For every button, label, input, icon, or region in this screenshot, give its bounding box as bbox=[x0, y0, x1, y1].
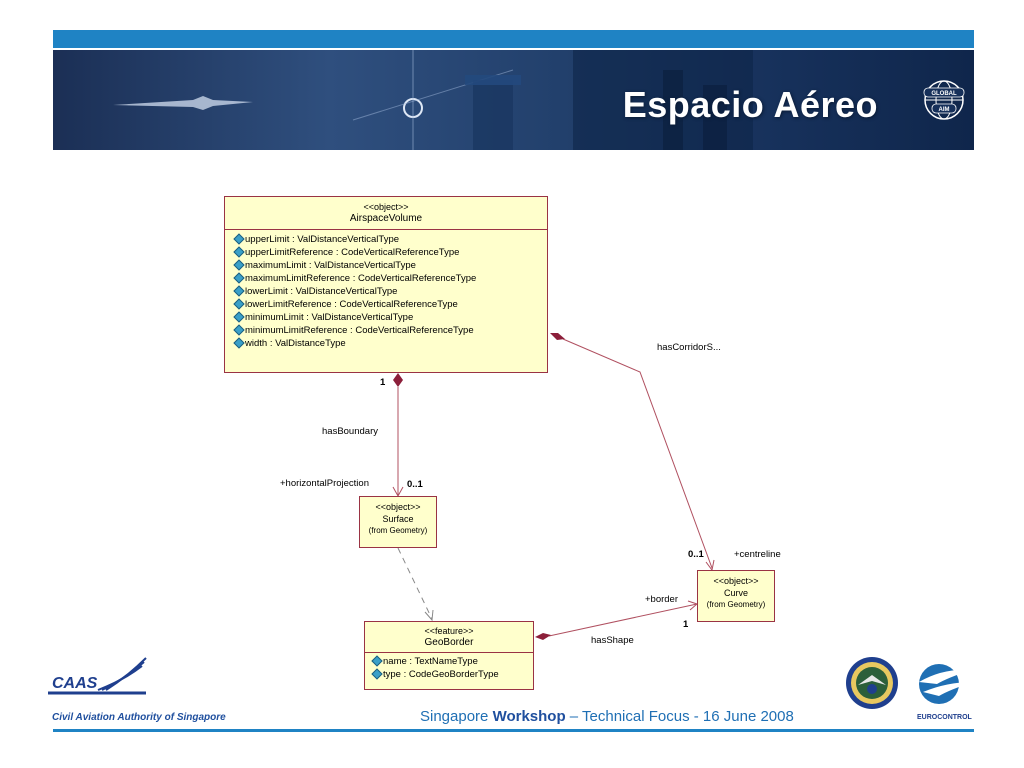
class-separator bbox=[365, 652, 533, 653]
label-has-boundary: hasBoundary bbox=[322, 426, 378, 437]
caas-full-name: Civil Aviation Authority of Singapore bbox=[52, 712, 226, 723]
attribute-icon bbox=[233, 298, 245, 310]
class-name: AirspaceVolume bbox=[349, 213, 423, 224]
label-border: +border bbox=[645, 594, 679, 605]
realization-arrowhead bbox=[424, 609, 434, 622]
class-stereotype: <<object>> bbox=[363, 202, 409, 212]
attribute-row: minimumLimitReference : CodeVerticalRefe… bbox=[233, 324, 547, 337]
realization-dashed-line bbox=[397, 547, 433, 620]
attribute-row: upperLimitReference : CodeVerticalRefere… bbox=[233, 246, 547, 259]
has-corridor-diamond bbox=[550, 333, 565, 340]
header-top-bar bbox=[53, 30, 974, 48]
attribute-list: upperLimit : ValDistanceVerticalType upp… bbox=[225, 230, 547, 350]
attribute-icon bbox=[371, 668, 383, 680]
attribute-icon bbox=[233, 272, 245, 284]
footer-line bbox=[53, 729, 974, 732]
multiplicity-curve-0-1: 0..1 bbox=[688, 549, 704, 560]
footer-bold: Workshop bbox=[492, 708, 566, 725]
global-aim-logo-icon: GLOBAL AIM bbox=[923, 80, 965, 120]
attribute-row: lowerLimit : ValDistanceVerticalType bbox=[233, 285, 547, 298]
class-curve[interactable]: <<object>> Curve (from Geometry) bbox=[697, 570, 775, 622]
label-horizontal-projection: +horizontalProjection bbox=[280, 478, 369, 489]
logo-text-global: GLOBAL bbox=[931, 91, 957, 97]
has-boundary-diamond bbox=[393, 373, 403, 387]
logo-text-aim: AIM bbox=[939, 107, 950, 113]
attribute-row: maximumLimit : ValDistanceVerticalType bbox=[233, 259, 547, 272]
class-airspace-volume[interactable]: <<object>> AirspaceVolume upperLimit : V… bbox=[224, 196, 548, 373]
label-centreline: +centreline bbox=[734, 549, 781, 560]
multiplicity-curve-1: 1 bbox=[683, 619, 689, 630]
attribute-icon bbox=[233, 324, 245, 336]
has-corridor-line bbox=[562, 338, 713, 569]
class-name: GeoBorder bbox=[424, 637, 474, 648]
attribute-row: width : ValDistanceType bbox=[233, 337, 547, 350]
attribute-row: type : CodeGeoBorderType bbox=[371, 668, 533, 681]
has-shape-diamond bbox=[535, 633, 551, 640]
class-name: Surface bbox=[382, 514, 414, 524]
caas-logo-icon bbox=[48, 657, 147, 695]
class-origin: (from Geometry) bbox=[706, 600, 766, 609]
class-stereotype: <<feature>> bbox=[424, 626, 474, 636]
banner-background-art bbox=[113, 50, 753, 150]
class-geoborder[interactable]: <<feature>> GeoBorder name : TextNameTyp… bbox=[364, 621, 534, 690]
attribute-icon bbox=[233, 337, 245, 349]
header-banner: Espacio Aéreo GLOBAL AIM bbox=[53, 50, 974, 150]
attribute-row: maximumLimitReference : CodeVerticalRefe… bbox=[233, 272, 547, 285]
footer-prefix: Singapore bbox=[420, 708, 493, 725]
attribute-list: name : TextNameType type : CodeGeoBorder… bbox=[365, 653, 533, 681]
attribute-row: minimumLimit : ValDistanceVerticalType bbox=[233, 311, 547, 324]
class-separator bbox=[225, 229, 547, 230]
label-has-corridor: hasCorridorS... bbox=[657, 342, 721, 353]
footer-caption: Singapore Workshop – Technical Focus - 1… bbox=[420, 708, 794, 725]
label-has-shape: hasShape bbox=[591, 635, 634, 646]
attribute-icon bbox=[233, 246, 245, 258]
eurocontrol-text: EUROCONTROL bbox=[917, 714, 972, 721]
attribute-row: upperLimit : ValDistanceVerticalType bbox=[233, 233, 547, 246]
attribute-icon bbox=[233, 285, 245, 297]
attribute-row: lowerLimitReference : CodeVerticalRefere… bbox=[233, 298, 547, 311]
class-stereotype: <<object>> bbox=[375, 502, 421, 512]
attribute-icon bbox=[371, 655, 383, 667]
footer-suffix: – Technical Focus - 16 June 2008 bbox=[565, 708, 794, 725]
page-title: Espacio Aéreo bbox=[622, 84, 878, 125]
eurocontrol-logo-icon bbox=[919, 664, 973, 704]
has-shape-line bbox=[548, 603, 698, 637]
class-surface[interactable]: <<object>> Surface (from Geometry) bbox=[359, 496, 437, 548]
attribute-row: name : TextNameType bbox=[371, 655, 533, 668]
class-stereotype: <<object>> bbox=[713, 576, 759, 586]
caas-logo-text: CAAS bbox=[52, 675, 98, 692]
attribute-icon bbox=[233, 233, 245, 245]
multiplicity-surface-0-1: 0..1 bbox=[407, 479, 423, 490]
class-name: Curve bbox=[723, 588, 748, 598]
faa-seal-icon bbox=[846, 657, 898, 709]
attribute-icon bbox=[233, 259, 245, 271]
class-origin: (from Geometry) bbox=[368, 526, 428, 535]
multiplicity-airspace-1: 1 bbox=[380, 377, 386, 388]
attribute-icon bbox=[233, 311, 245, 323]
